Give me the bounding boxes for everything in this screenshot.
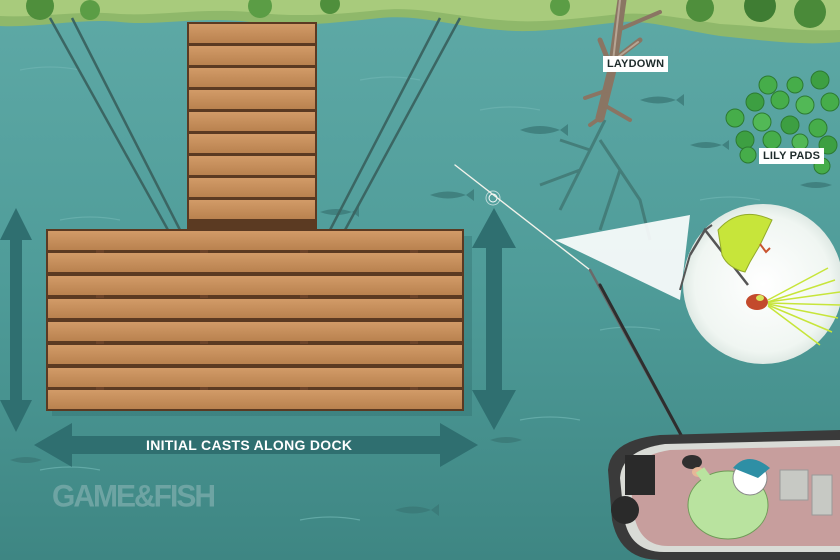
- angler-icon: [682, 455, 770, 540]
- dock-walkway: [187, 22, 317, 230]
- game-and-fish-logo: GAME&FISH: [52, 479, 216, 514]
- shoreline: [0, 0, 840, 44]
- lily-pads: [725, 70, 840, 175]
- double-arrow-icon: [0, 208, 516, 432]
- laydown-label: LAYDOWN: [603, 56, 669, 72]
- water-ripples: [19, 66, 761, 521]
- spinnerbait-icon: [679, 213, 840, 346]
- dock-ropes: [48, 17, 462, 231]
- lily-pads-label: LILY PADS: [759, 148, 825, 164]
- dock-platform: [46, 229, 464, 411]
- initial-casts-label: INITIAL CASTS ALONG DOCK: [146, 437, 353, 453]
- callout-pointer: [555, 215, 690, 300]
- double-arrow-icon: [34, 423, 478, 467]
